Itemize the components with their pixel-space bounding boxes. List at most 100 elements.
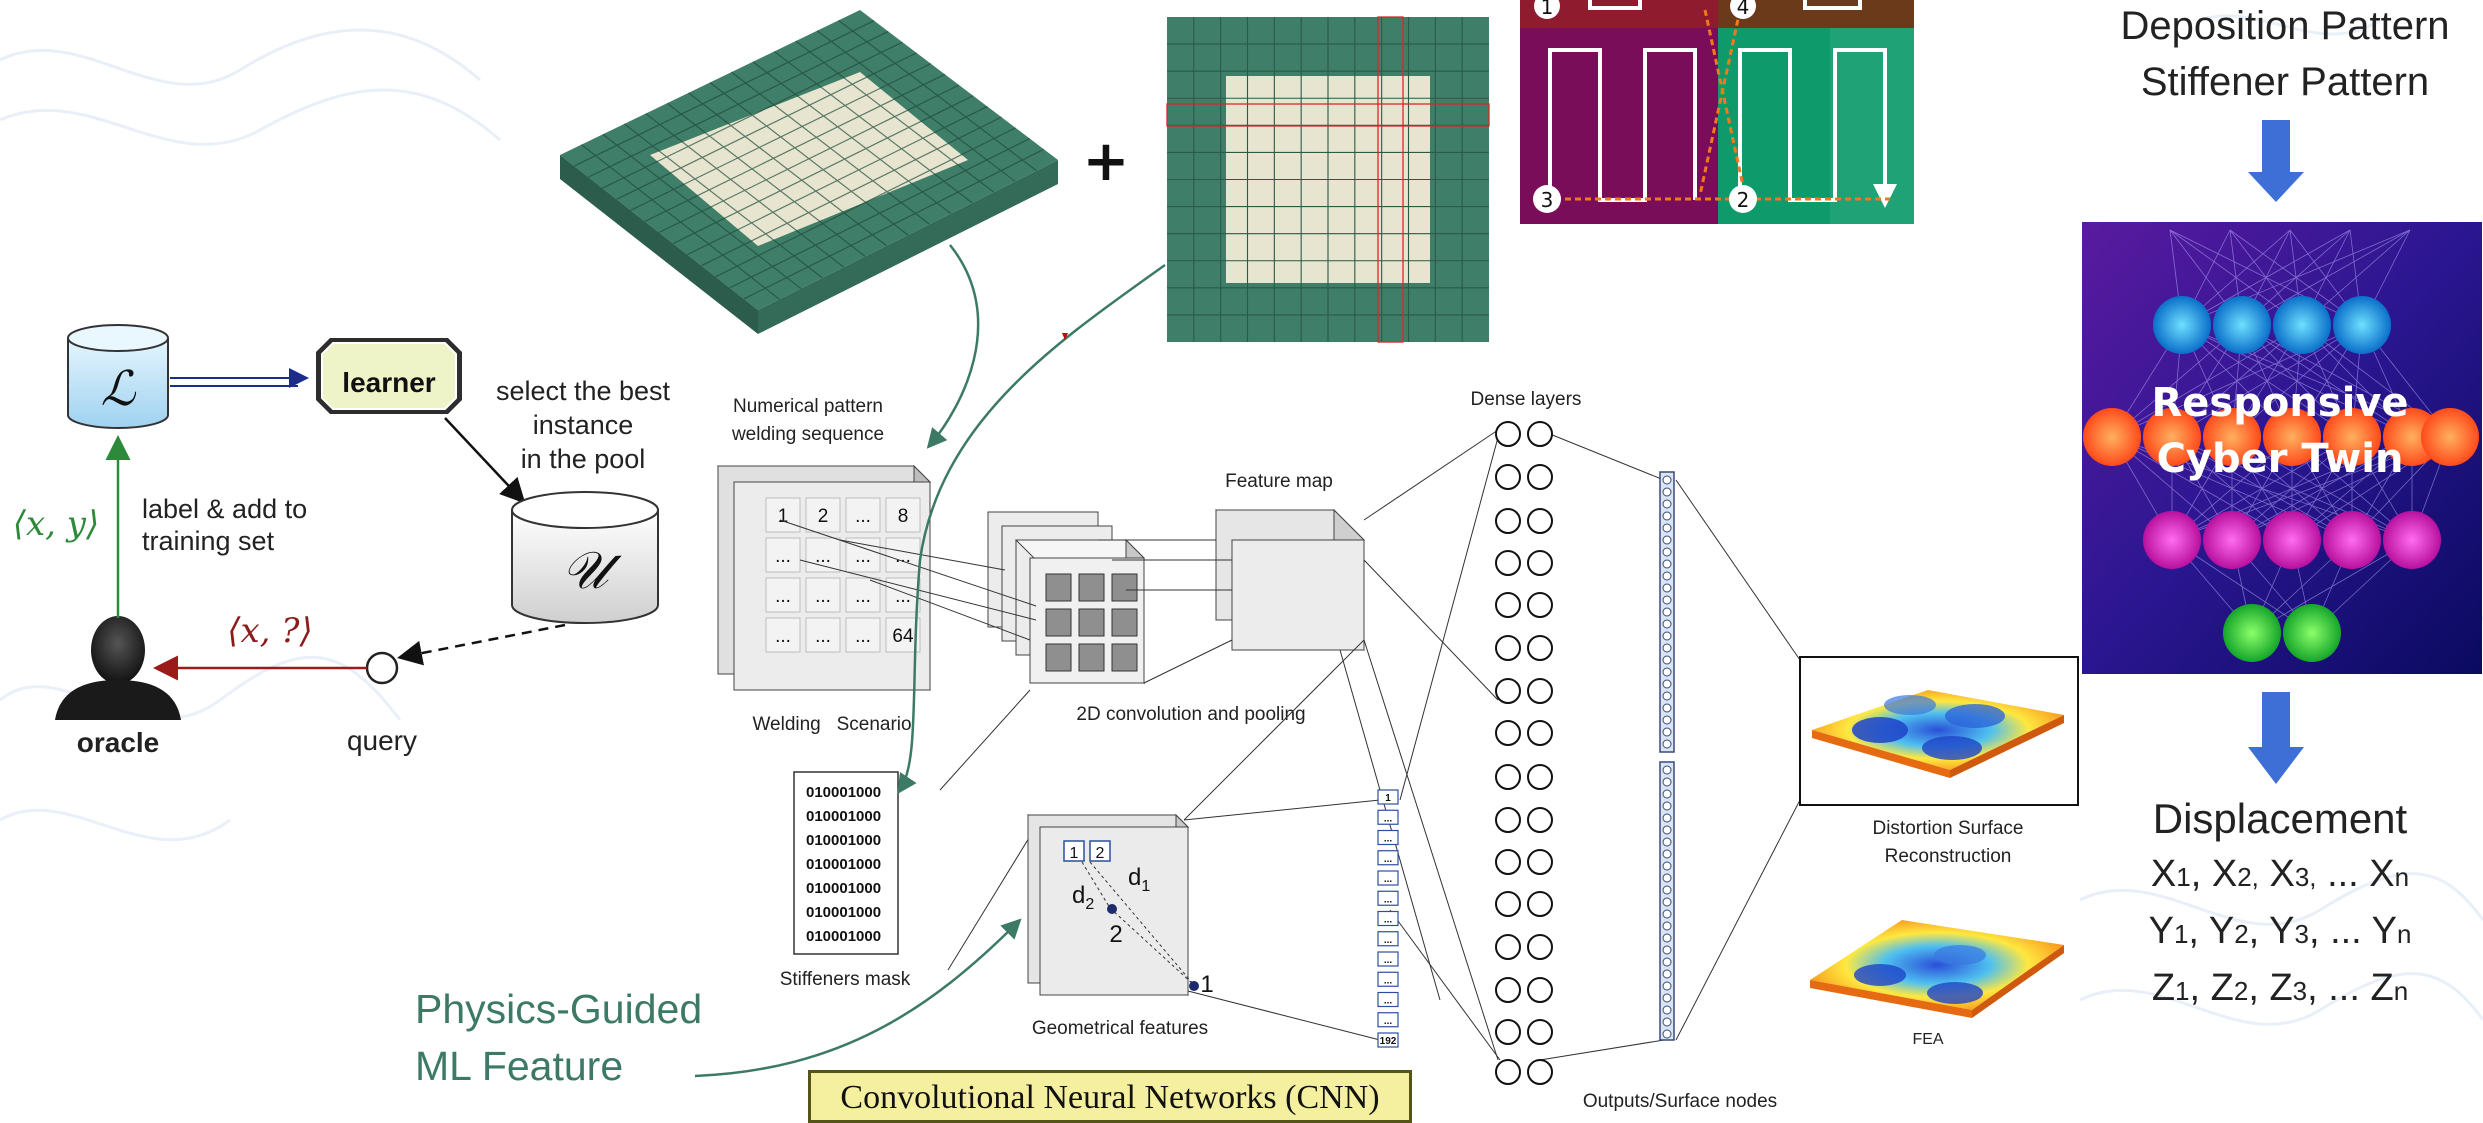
conv-cell — [1045, 643, 1072, 672]
z2: Z — [2210, 967, 2234, 1009]
learner-to-pool-arrow — [444, 417, 526, 504]
vector-cell — [1377, 809, 1399, 825]
twin-neuron — [2143, 511, 2201, 569]
stiffeners-mask-box — [793, 771, 899, 955]
grid-cell — [885, 497, 921, 533]
grid-cell — [765, 577, 801, 613]
neuron — [1527, 508, 1553, 534]
neuron — [1495, 508, 1521, 534]
vector-cell-label: ... — [1384, 975, 1393, 986]
neuron — [1527, 934, 1553, 960]
output-node — [1662, 825, 1672, 835]
zn: ... Z — [2328, 967, 2394, 1009]
seq-num-1: 1 — [1541, 0, 1554, 19]
xn-sub: n — [2394, 862, 2410, 892]
grid-cell-value: ... — [775, 626, 791, 647]
vector-cell — [1377, 910, 1399, 927]
learner-node: learner — [316, 338, 462, 414]
mask-row: 010001000 — [806, 856, 881, 873]
neuron — [1527, 421, 1553, 447]
neuron — [1527, 678, 1553, 704]
x3: X — [2269, 853, 2295, 895]
neuron — [1495, 421, 1521, 447]
output-node — [1662, 727, 1672, 737]
displacement-label: Displacement — [2152, 795, 2408, 842]
output-node — [1662, 993, 1672, 1003]
vector-cell — [1377, 1032, 1399, 1048]
output-node — [1662, 535, 1672, 545]
output-node — [1662, 897, 1672, 907]
output-node — [1662, 571, 1672, 581]
grid-cell — [805, 577, 841, 613]
vector-cell-label: ... — [1384, 915, 1393, 926]
welding-scenario-label: Welding Scenario — [752, 714, 911, 735]
vector-cell-label: 192 — [1380, 1036, 1397, 1047]
grid-cell-value: ... — [895, 546, 911, 567]
z3: Z — [2269, 967, 2293, 1009]
output-node — [1662, 475, 1672, 485]
output-node — [1662, 739, 1672, 749]
neuron — [1527, 1019, 1553, 1045]
twin-neuron — [2383, 511, 2441, 569]
deposition-pattern-label: Deposition Pattern — [2120, 4, 2450, 48]
numerical-pattern-line2: welding sequence — [731, 424, 884, 445]
vector-cell-label: ... — [1384, 955, 1393, 966]
output-node — [1662, 523, 1672, 533]
output-node — [1662, 765, 1672, 775]
flattened-feature-vector: 1.................................192 — [1377, 789, 1399, 1048]
grid-cell-value: ... — [815, 586, 831, 607]
geo-point-1: 1 — [1200, 971, 1213, 998]
neuron — [1495, 849, 1521, 875]
select-text-line2: instance — [533, 410, 634, 440]
output-node — [1662, 933, 1672, 943]
output-node — [1662, 643, 1672, 653]
grid-cell — [805, 497, 841, 533]
mask-row: 010001000 — [806, 904, 881, 921]
output-node — [1662, 703, 1672, 713]
zn-sub: n — [2393, 976, 2409, 1006]
output-node — [1662, 679, 1672, 689]
mask-row: 010001000 — [806, 808, 881, 825]
output-node — [1662, 631, 1672, 641]
mask-row: 010001000 — [806, 928, 881, 945]
geo-box-2: 2 — [1096, 845, 1105, 862]
twin-neuron — [2143, 408, 2201, 466]
output-node — [1662, 981, 1672, 991]
conv-pooling-label: 2D convolution and pooling — [1076, 704, 1305, 725]
unlabeled-pool-cylinder: 𝒰 — [511, 491, 659, 624]
neuron — [1527, 550, 1553, 576]
neuron — [1495, 934, 1521, 960]
conv-cell — [1078, 643, 1105, 672]
grid-cell — [765, 537, 801, 573]
output-node — [1662, 595, 1672, 605]
neuron — [1527, 849, 1553, 875]
welding-sequence-pattern: 1 4 3 2 — [1520, 0, 1914, 224]
grid-cell-value: ... — [855, 506, 871, 527]
vector-cell — [1377, 870, 1399, 886]
neuron — [1527, 764, 1553, 790]
d1-sub: 1 — [1141, 878, 1150, 895]
twin-neuron — [2203, 511, 2261, 569]
active-learning-loop: ℒ learner select the best instance in th… — [13, 324, 671, 758]
yn-sub: n — [2396, 919, 2412, 949]
vector-cell — [1377, 951, 1399, 967]
grid-cell — [765, 497, 801, 533]
distortion-surface-plot — [1812, 690, 2064, 778]
output-node — [1662, 487, 1672, 497]
feature-map-label: Feature map — [1225, 471, 1333, 492]
learner-label: learner — [342, 367, 435, 398]
neuron — [1495, 592, 1521, 618]
grid-cell-value: 1 — [778, 506, 789, 527]
twin-neuron — [2283, 604, 2341, 662]
label-text-line2: training set — [142, 526, 275, 556]
vector-cell-label: ... — [1384, 894, 1393, 905]
outputs-label: Outputs/Surface nodes — [1583, 1091, 1777, 1112]
twin-neuron — [2213, 296, 2271, 354]
twin-neuron — [2333, 296, 2391, 354]
fea-surface-plot — [1810, 920, 2064, 1018]
cnn-title: Convolutional Neural Networks (CNN) — [840, 1079, 1380, 1116]
twin-neuron — [2421, 408, 2479, 466]
y-row: Y1, Y2, Y3, ... Yn — [2148, 910, 2412, 952]
geometrical-features-block: 1 2 d2 d1 2 1 — [1026, 813, 1214, 998]
grid-cell — [765, 617, 801, 653]
